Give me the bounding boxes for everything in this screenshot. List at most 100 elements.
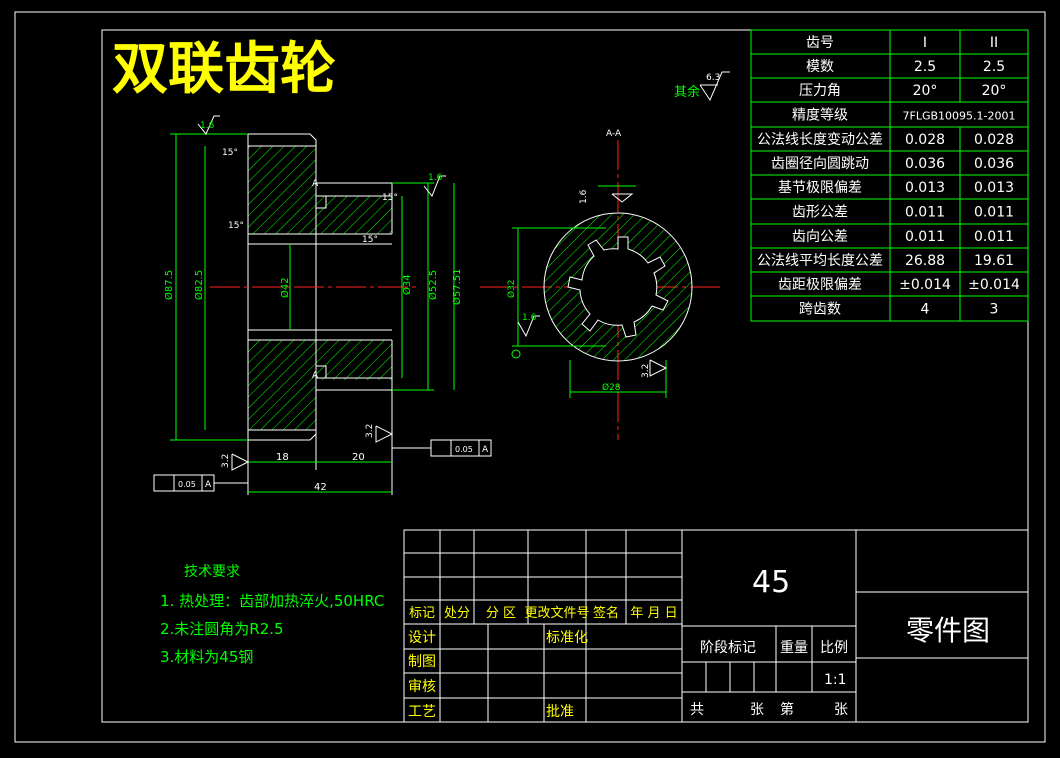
spline-dimension-lines [512, 185, 667, 398]
gear-table-value-1: 0.028 [905, 132, 945, 148]
material: 45 [752, 565, 790, 600]
runout-datum-right: A [482, 445, 489, 455]
datum-a-top: A [312, 179, 319, 189]
dim-spline-outer: Ø32 [506, 279, 517, 298]
rough-32-c: 3.2 [641, 364, 651, 378]
gear-table-value-1: 26.88 [905, 253, 945, 269]
dim-len-20: 20 [352, 452, 365, 463]
scale-label: 比例 [820, 640, 848, 656]
gear-table-value-2: 0.036 [974, 156, 1014, 172]
roughness-symbol-icon [699, 71, 730, 102]
stage-label: 阶段标记 [700, 640, 756, 656]
dim-chamfer-4: 15° [382, 193, 398, 203]
dimension-lines [170, 133, 455, 493]
roughness-symbol-icon [611, 193, 668, 377]
datum-circle-icon [511, 349, 521, 359]
dim-34-diameter: Ø34 [401, 274, 413, 295]
row-draw: 制图 [408, 654, 436, 670]
rough-32-b: 3.2 [221, 454, 231, 468]
rough-16-a: 1.6 [200, 121, 215, 131]
hatch-bottom-hub [316, 340, 392, 380]
dim-root-diameter: Ø82.5 [193, 270, 205, 300]
gear-table-param: 精度等级 [792, 107, 848, 124]
rough-16-d: 1.6 [579, 189, 589, 204]
hatch-top-gear [248, 146, 316, 234]
gear-parameter-table [750, 29, 1029, 322]
roughness-other-value: 6.3 [706, 73, 720, 83]
runout-frame-right [392, 439, 492, 457]
dim-chamfer-3: 15° [362, 235, 378, 245]
std-label: 标准化 [546, 630, 588, 646]
gear-table-value-1: 4 [921, 302, 930, 318]
runout-value-left: 0.05 [178, 480, 196, 489]
hatch-bottom-gear [248, 340, 316, 430]
title-block-header-col: 分 区 [486, 606, 516, 621]
gear-table-value-2: 20° [982, 83, 1007, 99]
hatch-top-hub [316, 196, 392, 234]
gear-table-value-2: 0.011 [974, 205, 1014, 221]
roughness-symbol-icon [197, 115, 220, 135]
dim-chamfer-2: 15° [228, 221, 244, 231]
gear-table-param: 跨齿数 [799, 302, 841, 318]
gear-table-param: 压力角 [799, 83, 841, 99]
roughness-symbol-icon [517, 315, 540, 338]
dim-chamfer-1: 15° [222, 148, 238, 158]
gear-table-param: 齿圈径向圆跳动 [771, 156, 869, 172]
gear-table-value-1: 0.011 [905, 205, 945, 221]
sheet-zhang2-label: 张 [834, 702, 848, 718]
gear-table-param: 齿形公差 [792, 205, 848, 221]
title-block-header-col: 年 月 日 [630, 606, 677, 621]
dim-bore-diameter: Ø42 [279, 277, 291, 298]
runout-value-right: 0.05 [455, 445, 473, 454]
scale-value: 1:1 [824, 672, 847, 688]
gear-table-value-2: 3 [990, 302, 999, 318]
title-block-header-col: 标记 [409, 606, 435, 621]
weight-label: 重量 [780, 640, 808, 656]
gear-table-value-2: 0.011 [974, 229, 1014, 245]
gear-table-value-1: ±0.014 [899, 277, 951, 293]
gear-table-value-2: 19.61 [974, 253, 1014, 269]
rough-16-c: 1.6 [522, 313, 537, 323]
gear-table-value-2: ±0.014 [968, 277, 1020, 293]
tech-req-item-3: 3.材料为45钢 [160, 648, 253, 666]
roughness-symbol-icon [423, 175, 446, 197]
gear-table-param: 公法线长度变动公差 [757, 132, 883, 148]
dim-outer-diameter: Ø87.5 [163, 270, 175, 300]
row-process: 工艺 [408, 704, 436, 720]
gear-table-value-1: 0.013 [905, 180, 945, 196]
outer-frame [14, 11, 1046, 743]
roughness-symbol-icon [231, 453, 250, 471]
dim-len-42: 42 [314, 482, 327, 493]
row-design: 设计 [408, 630, 436, 646]
tech-req-item-1: 1. 热处理：齿部加热淬火,50HRC [160, 592, 384, 610]
gear-table-param: 模数 [806, 59, 834, 75]
gear-table-param: 齿向公差 [792, 229, 848, 245]
gear-table-param: 齿号 [806, 35, 834, 51]
runout-frame-left [153, 474, 248, 492]
title-block [403, 529, 1029, 723]
gear-table-value-2: II [990, 35, 998, 51]
dim-52-diameter: Ø52.5 [427, 270, 439, 300]
runout-datum-left: A [205, 480, 212, 490]
gear-table-value-1: 7FLGB10095.1-2001 [903, 110, 1016, 123]
gear-table-value-2: 0.028 [974, 132, 1014, 148]
gear-table-value-1: 0.036 [905, 156, 945, 172]
dim-spline-inner: Ø28 [602, 382, 621, 393]
datum-a-bottom: A [312, 371, 319, 381]
sheet-total-label: 共 [690, 702, 704, 718]
drawing-title: 双联齿轮 [112, 37, 336, 102]
row-check: 审核 [408, 679, 436, 695]
gear-table-value-2: 2.5 [983, 59, 1005, 75]
sheet-no-label: 第 [780, 701, 794, 718]
gear-table-value-1: 2.5 [914, 59, 936, 75]
section-label: A-A [606, 129, 622, 139]
gear-table-value-1: I [923, 35, 927, 51]
approve-label: 批准 [546, 704, 574, 720]
gear-table-value-2: 0.013 [974, 180, 1014, 196]
dim-len-18: 18 [276, 452, 289, 463]
title-block-header-col: 签名 [593, 605, 619, 621]
gear-table-param: 基节极限偏差 [778, 179, 862, 196]
title-block-header-col: 处分 [444, 606, 470, 621]
gear-table-value-1: 20° [913, 83, 938, 99]
gear-table-value-1: 0.011 [905, 229, 945, 245]
